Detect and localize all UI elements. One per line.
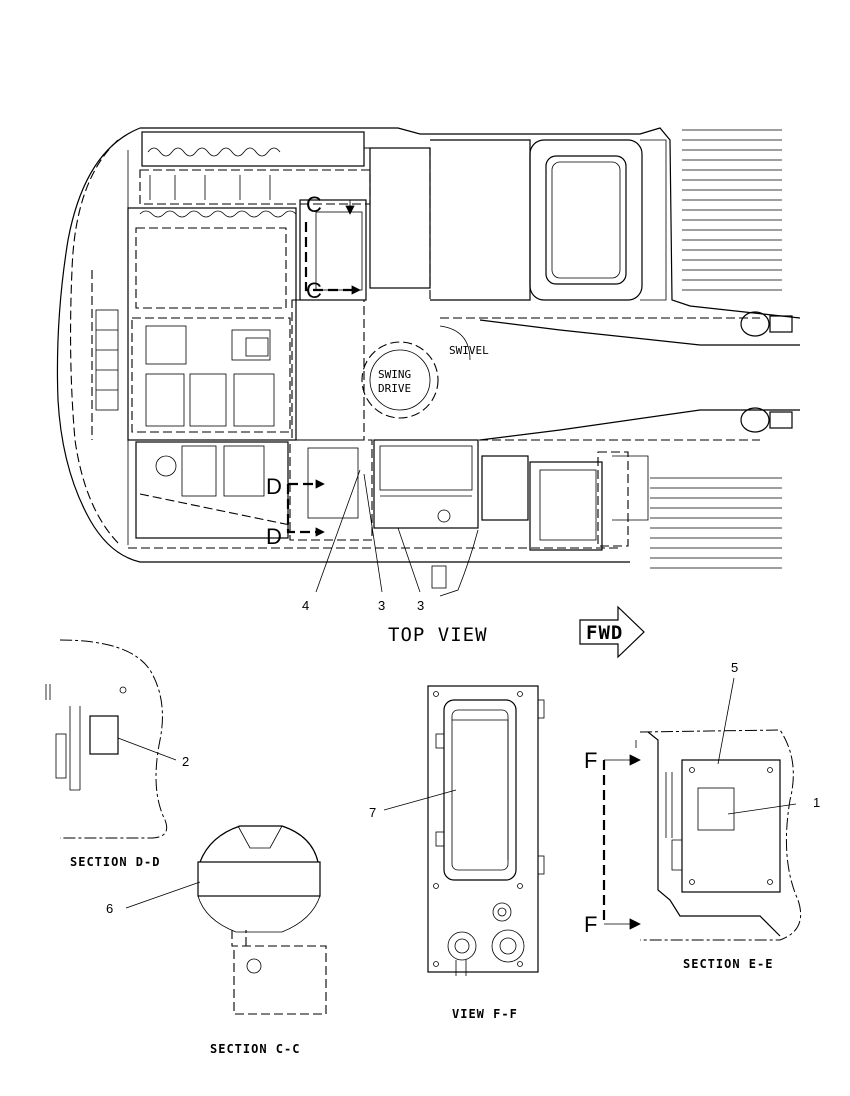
marker-f-lower: F bbox=[584, 912, 597, 937]
callout-5: 5 bbox=[731, 660, 738, 675]
section-ee-drawing bbox=[602, 729, 802, 941]
leader-7 bbox=[383, 789, 457, 811]
swing-label: SWING bbox=[378, 368, 411, 381]
top-view-drawing bbox=[56, 127, 801, 597]
marker-d-lower: D bbox=[266, 524, 282, 549]
callout-7: 7 bbox=[369, 805, 376, 820]
section-ee-title: SECTION E-E bbox=[683, 957, 773, 971]
marker-f-upper: F bbox=[584, 748, 597, 773]
leader-2 bbox=[117, 737, 177, 761]
swivel-label: SWIVEL bbox=[449, 344, 489, 357]
callout-6: 6 bbox=[106, 901, 113, 916]
fwd-arrow bbox=[579, 605, 645, 659]
callout-4: 4 bbox=[302, 598, 309, 613]
drive-label: DRIVE bbox=[378, 382, 411, 395]
section-dd-title: SECTION D-D bbox=[70, 855, 160, 869]
callout-2: 2 bbox=[182, 754, 189, 769]
leader-6 bbox=[125, 881, 201, 909]
marker-d-upper: D bbox=[266, 474, 282, 499]
callout-3-right: 3 bbox=[417, 598, 424, 613]
leader-5 bbox=[717, 677, 735, 765]
section-cc-title: SECTION C-C bbox=[210, 1042, 300, 1056]
view-ff-title: VIEW F-F bbox=[452, 1007, 518, 1021]
marker-c-upper: C bbox=[306, 192, 322, 217]
view-ff-drawing bbox=[427, 685, 545, 976]
callout-1: 1 bbox=[813, 795, 820, 810]
marker-c-lower: C bbox=[306, 278, 322, 303]
section-dd-drawing bbox=[45, 639, 168, 839]
top-view-leaders bbox=[315, 469, 421, 593]
top-view-title: TOP VIEW bbox=[388, 624, 488, 646]
section-cc-drawing bbox=[197, 825, 327, 1015]
leader-1 bbox=[727, 803, 797, 815]
fwd-label: FWD bbox=[586, 622, 623, 644]
callout-3-left: 3 bbox=[378, 598, 385, 613]
